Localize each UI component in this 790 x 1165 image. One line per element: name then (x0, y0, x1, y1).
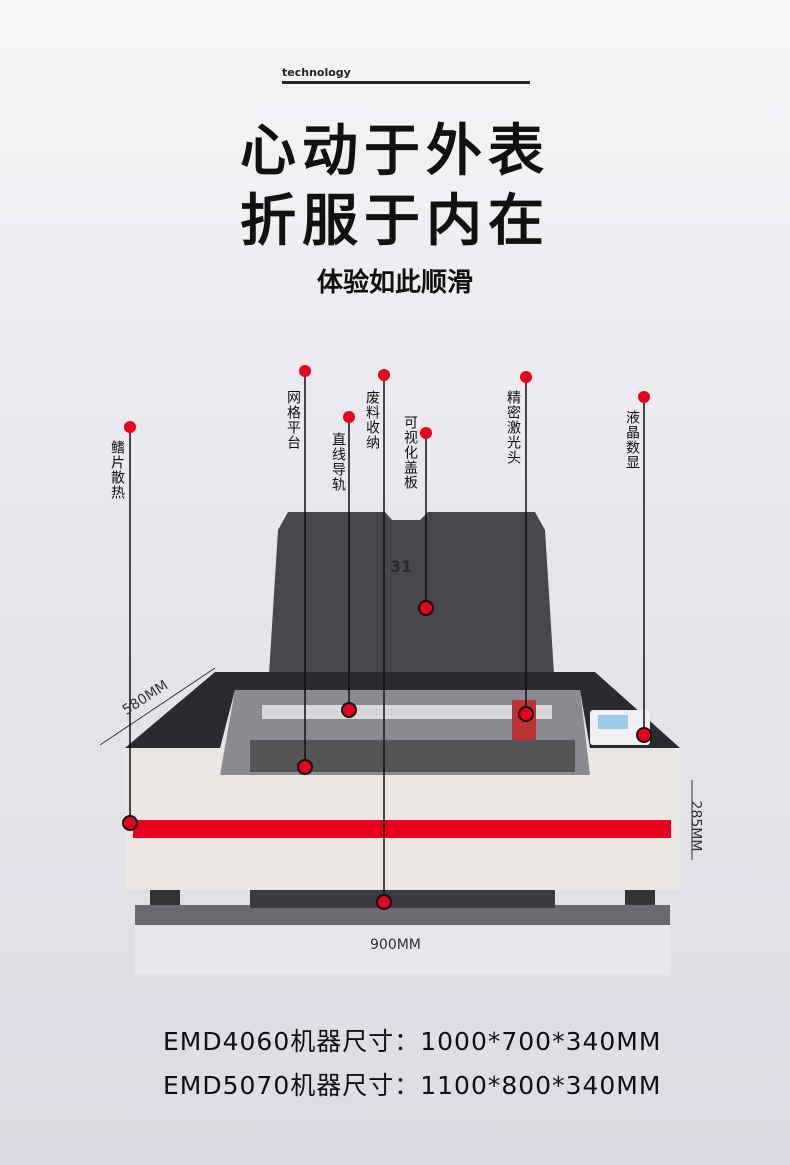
headline-line-1: 心动于外表 (240, 119, 550, 184)
callout-targets (122, 600, 652, 910)
waste-drawer (250, 888, 555, 908)
red-stripe (133, 820, 671, 838)
spec-model: EMD4060机器尺寸： (163, 1027, 421, 1056)
headline-line-2: 折服于内在 (240, 189, 550, 254)
depth-dimension-line (99, 667, 216, 746)
lid-logo: 31 (390, 557, 412, 576)
linear-rail (262, 705, 552, 719)
height-dimension: 285MM (687, 800, 704, 852)
callout-dots (124, 365, 650, 439)
base-plate (135, 905, 670, 925)
callout-lcd-display: 液晶数显 (624, 410, 640, 470)
floor-reflection (135, 925, 670, 975)
callout-linear-rail: 直线导轨 (330, 432, 346, 492)
spec-row-emd5070: EMD5070机器尺寸：1100*800*340MM (163, 1066, 661, 1102)
callout-waste-storage: 废料收纳 (364, 390, 380, 450)
callout-fin-cooling: 鳍片散热 (109, 440, 125, 500)
spec-size: 1000*700*340MM (420, 1027, 662, 1056)
kicker-divider (282, 81, 530, 84)
callout-laser-head: 精密激光头 (505, 390, 521, 465)
kicker-text: technology (282, 66, 351, 79)
subtitle: 体验如此顺滑 (316, 268, 473, 298)
spec-model: EMD5070机器尺寸： (163, 1071, 421, 1100)
viewing-lid (268, 512, 555, 690)
callout-grid-platform: 网格平台 (285, 390, 301, 450)
spec-row-emd4060: EMD4060机器尺寸：1000*700*340MM (163, 1022, 661, 1058)
spec-size: 1100*800*340MM (420, 1071, 662, 1100)
callout-visual-lid: 可视化盖板 (402, 415, 418, 490)
width-dimension: 900MM (370, 937, 421, 953)
